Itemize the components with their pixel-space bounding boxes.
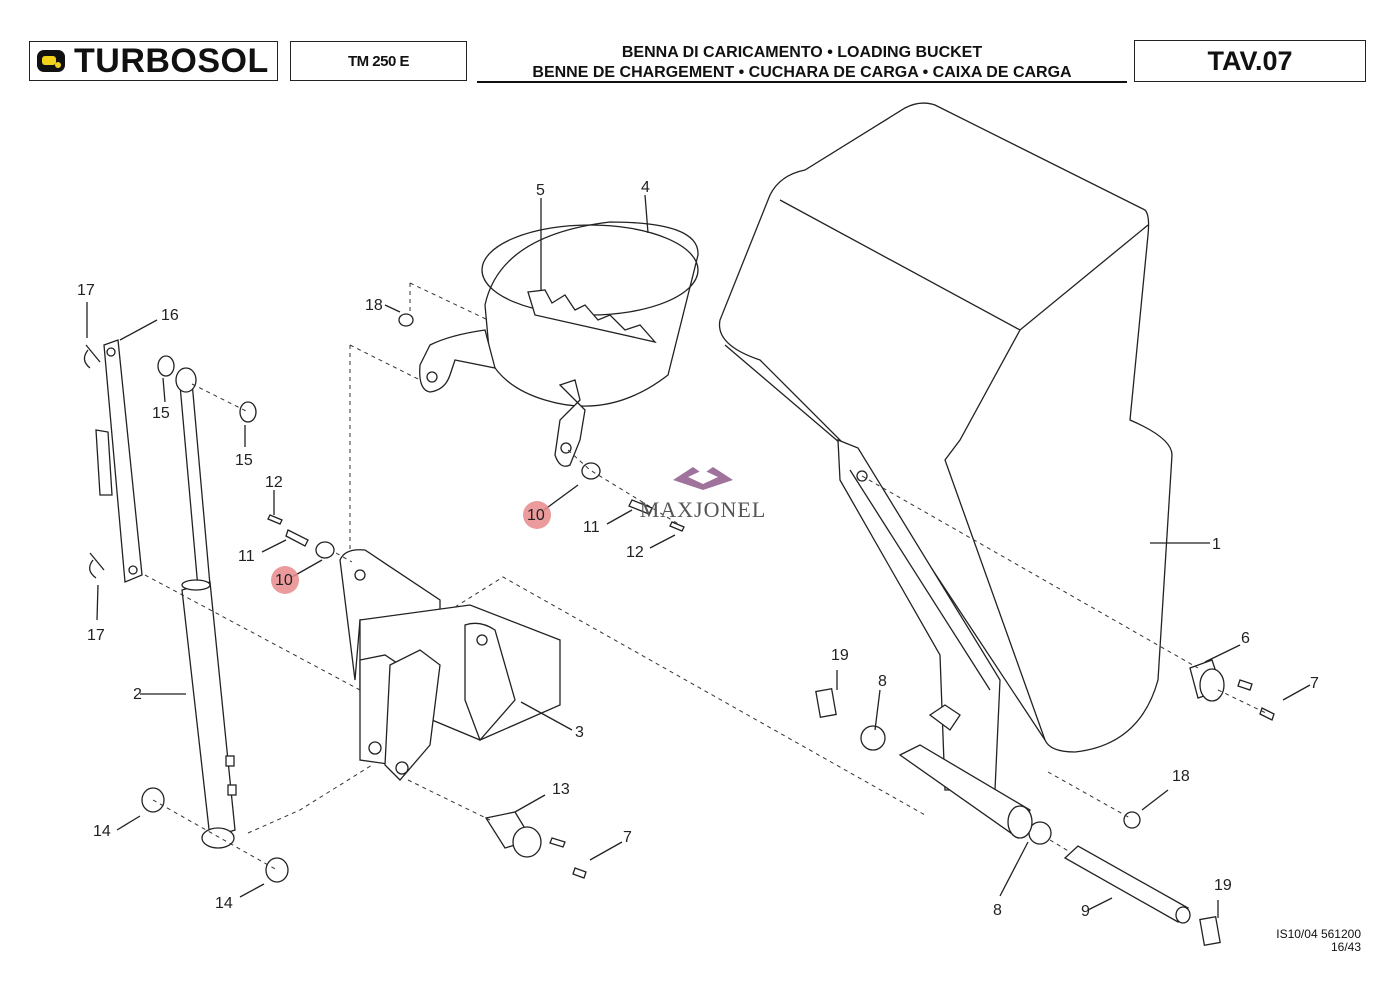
part-cotter-pin-17b <box>89 552 105 579</box>
table-id-box: TAV.07 <box>1134 40 1366 82</box>
part-screw-12a <box>267 514 283 525</box>
part-screw-11a <box>285 529 309 547</box>
part-screw-12b <box>669 521 685 532</box>
callout-9: 9 <box>1081 903 1090 920</box>
callout-15-left: 15 <box>152 405 170 422</box>
footer: IS10/04 561200 16/43 <box>1276 928 1361 954</box>
part-bushing-14b <box>265 857 289 883</box>
callout-15-right: 15 <box>235 452 253 469</box>
callout-8-upper: 8 <box>878 673 887 690</box>
callout-2: 2 <box>133 686 142 703</box>
callout-13: 13 <box>552 781 570 798</box>
page-title: BENNA DI CARICAMENTO • LOADING BUCKET BE… <box>477 43 1127 83</box>
part-plate-19b <box>1199 916 1221 946</box>
callout-18-upper: 18 <box>365 297 383 314</box>
part-bushing-10b <box>581 462 601 480</box>
leader-lines <box>86 194 1311 918</box>
model-label: TM 250 E <box>347 52 410 70</box>
callout-3: 3 <box>575 724 584 741</box>
brand-logo-icon <box>37 50 65 72</box>
callout-19-left: 19 <box>831 647 849 664</box>
part-bushing-8a <box>860 725 886 751</box>
highlight-marker-10-upper <box>523 501 551 529</box>
part-cotter-pin-17a <box>83 344 101 369</box>
callout-7-right: 7 <box>1310 675 1319 692</box>
callout-6: 6 <box>1241 630 1250 647</box>
callout-12-right: 12 <box>626 544 644 561</box>
page-number: 16/43 <box>1330 940 1361 954</box>
brand-logo-box: TURBOSOL <box>29 41 278 81</box>
watermark-text: MAXJONEL <box>639 497 767 522</box>
part-hydraulic-cylinder <box>175 367 237 849</box>
part-hopper-housing <box>718 102 1173 753</box>
part-grease-nipple-7b <box>1259 707 1275 721</box>
part-screw-11b <box>628 499 653 515</box>
document-reference: IS10/04 561200 <box>1276 927 1361 941</box>
callout-8-lower: 8 <box>993 902 1002 919</box>
callout-14-left: 14 <box>93 823 111 840</box>
title-line-2: BENNE DE CHARGEMENT • CUCHARA DE CARGA •… <box>532 64 1072 81</box>
watermark-logo-icon <box>673 467 733 490</box>
part-plate-19a <box>815 688 837 718</box>
callout-17-lower: 17 <box>87 627 105 644</box>
part-grease-nipple-18a <box>398 313 414 327</box>
part-bushing-10a <box>315 541 335 559</box>
watermark: MAXJONEL <box>628 462 778 523</box>
callout-11-left: 11 <box>238 548 255 565</box>
part-bracket <box>339 549 561 781</box>
callout-12-left: 12 <box>265 474 283 491</box>
assembly-lines <box>144 282 1269 871</box>
callout-17-upper: 17 <box>77 282 95 299</box>
callout-labels: 1 2 3 4 5 6 7 7 8 8 9 10 10 11 11 12 12 … <box>77 179 1319 920</box>
part-plate <box>95 339 143 583</box>
callout-1: 1 <box>1212 536 1221 553</box>
callout-10-upper: 10 <box>527 507 545 524</box>
highlight-marker-10-lower <box>271 566 299 594</box>
callout-16: 16 <box>161 307 179 324</box>
callout-5: 5 <box>536 182 545 199</box>
title-line-1: BENNA DI CARICAMENTO • LOADING BUCKET <box>621 44 983 61</box>
small-parts <box>83 313 1275 946</box>
callout-10-lower: 10 <box>275 572 293 589</box>
part-shaft-8 <box>898 744 1031 839</box>
part-bushing-15b <box>239 401 257 423</box>
callout-7-lower: 7 <box>623 829 632 846</box>
part-grease-nipple-7a <box>572 867 587 879</box>
model-box: TM 250 E <box>290 41 467 81</box>
brand-name: TURBOSOL <box>74 42 269 80</box>
part-grease-nipple-18b <box>1123 811 1141 829</box>
part-bushing-15a <box>157 355 175 377</box>
table-id: TAV.07 <box>1207 45 1293 76</box>
callout-4: 4 <box>641 179 650 196</box>
callout-18-lower: 18 <box>1172 768 1190 785</box>
callout-11-right: 11 <box>583 519 600 536</box>
callout-19-right: 19 <box>1214 877 1232 894</box>
title-underline <box>477 81 1127 83</box>
callout-14-lower: 14 <box>215 895 233 912</box>
part-shaft-9 <box>1063 845 1189 923</box>
part-bucket-bowl <box>419 221 699 467</box>
